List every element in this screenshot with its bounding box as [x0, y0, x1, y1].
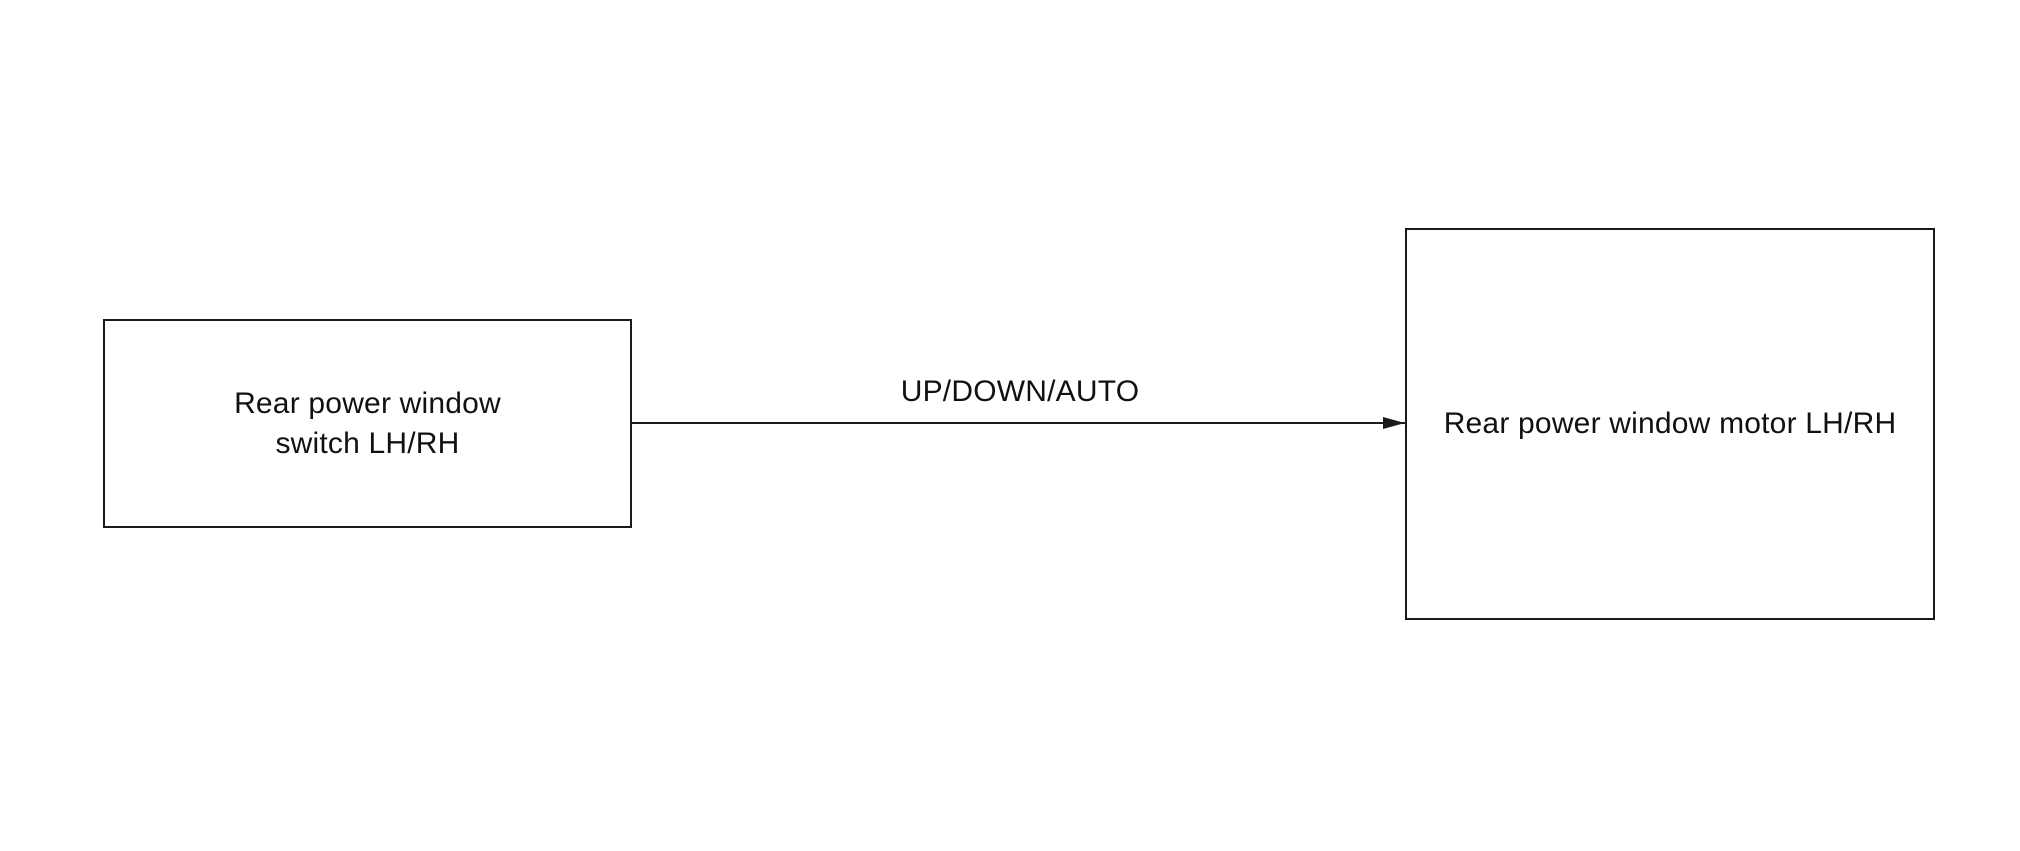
switch-node-label-line1: Rear power window	[234, 386, 501, 420]
arrowhead-icon	[1383, 417, 1405, 429]
switch-node: Rear power window switch LH/RH	[103, 319, 632, 528]
switch-node-label-line2: switch LH/RH	[275, 426, 460, 460]
switch-node-label: Rear power window switch LH/RH	[234, 384, 501, 464]
motor-node-label: Rear power window motor LH/RH	[1443, 407, 1897, 440]
connector-label: UP/DOWN/AUTO	[900, 375, 1140, 408]
motor-node: Rear power window motor LH/RH	[1405, 228, 1935, 620]
